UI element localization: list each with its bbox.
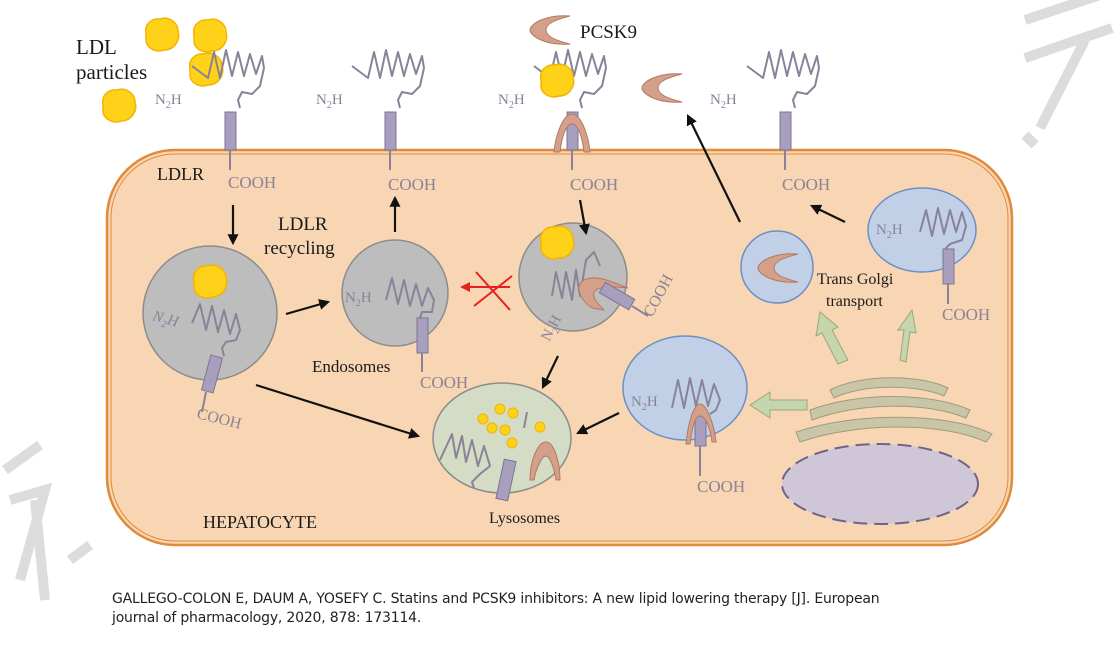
pcsk9-legend-label: PCSK9 [580, 22, 637, 43]
endosomes-label: Endosomes [312, 357, 390, 376]
c-terminus-label: COOH [420, 373, 468, 392]
trans-golgi-label: transport [826, 293, 883, 310]
ldl-particles-label: LDL [76, 35, 117, 59]
pathway-arrows [227, 114, 846, 439]
watermark-bottom-left [2, 440, 93, 601]
pcsk9-secretion-arrow [686, 114, 741, 223]
citation-line: journal of pharmacology, 2020, 878: 1731… [112, 610, 422, 626]
n-terminus-label: N2H [710, 92, 737, 111]
endosome: N2H COOH [341, 239, 468, 392]
green-transport-arrows [749, 308, 917, 419]
c-terminus-label: COOH [228, 173, 276, 192]
c-terminus-label: COOH [388, 175, 436, 194]
to-lysosome-arrow [255, 383, 421, 439]
ldl-particle [539, 63, 575, 98]
pcsk9-legend-icon [529, 15, 571, 45]
ldlr-pcsk9-complex-surface [533, 49, 607, 170]
n-terminus-label: N2H [316, 92, 343, 111]
trans-golgi-label: Trans Golgi [817, 271, 894, 288]
to-endosome-arrow [285, 299, 331, 316]
nucleus [781, 443, 979, 525]
c-terminus-label: COOH [697, 477, 745, 496]
ldlr-recycling-label: recycling [264, 238, 335, 259]
ldlr-receptor-surface [351, 49, 425, 170]
vesicle-to-lysosome-arrow [576, 412, 620, 435]
vesicle-ldlr-pcsk9-complex: N2H COOH [622, 335, 748, 496]
golgi-vesicle-pcsk9 [740, 230, 814, 304]
n-terminus-label: N2H [155, 92, 182, 111]
ldlr-to-surface-arrow [810, 204, 846, 223]
lysosomes-label: Lysosomes [489, 510, 560, 527]
pcsk9-endocytosis-arrow [578, 199, 590, 236]
svg-text:N2H: N2H [345, 290, 372, 309]
ldlr-receptor-surface [746, 49, 820, 170]
c-terminus-label: COOH [942, 305, 990, 324]
ldl-particle [192, 18, 228, 53]
ldlr-recycling-label: LDLR [278, 214, 328, 235]
ldl-particle [144, 17, 180, 52]
ldlr-receptor-surface [191, 49, 265, 170]
watermark-top-right [1021, 0, 1114, 149]
svg-text:N2H: N2H [876, 222, 903, 241]
svg-text:N2H: N2H [149, 308, 181, 334]
ldl-particles-label: particles [76, 60, 147, 84]
lysosome [432, 382, 572, 502]
svg-text:N2H: N2H [631, 394, 658, 413]
figure-citation: GALLEGO-COLON E, DAUM A, YOSEFY C. Stati… [112, 590, 1012, 628]
blocked-recycling-icon [460, 271, 513, 311]
ldl-particle [101, 88, 137, 123]
c-terminus-label: COOH [782, 175, 830, 194]
ldlr-label: LDLR [157, 164, 204, 184]
golgi-vesicle-ldlr: N2H COOH [867, 187, 990, 324]
citation-line: GALLEGO-COLON E, DAUM A, YOSEFY C. Stati… [112, 591, 880, 607]
n-terminus-label: N2H [498, 92, 525, 111]
early-endosome: N2H COOH [142, 245, 278, 433]
pcsk9-secreted [641, 73, 683, 103]
golgi-apparatus [795, 377, 993, 443]
c-terminus-label: COOH [570, 175, 618, 194]
pcsk9-to-lysosome-arrow [541, 355, 559, 389]
hepatocyte-label: HEPATOCYTE [203, 512, 317, 532]
